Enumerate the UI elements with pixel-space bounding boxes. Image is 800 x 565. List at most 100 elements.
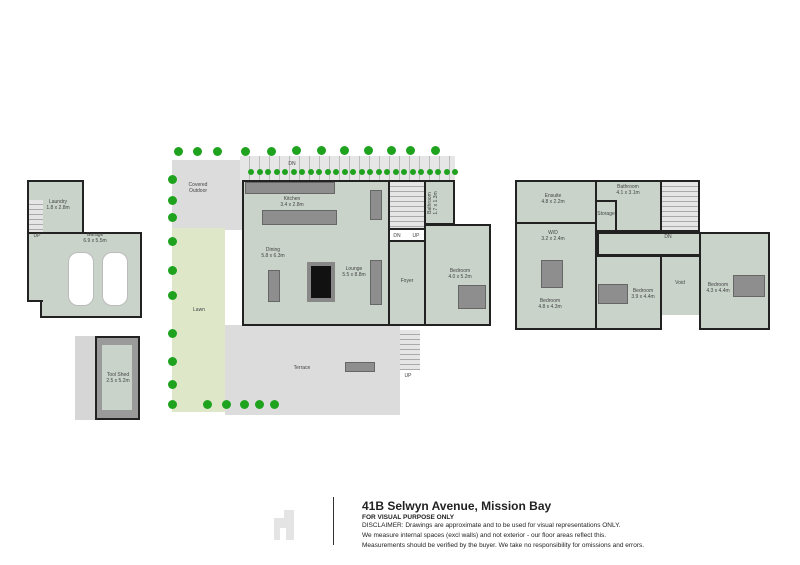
tree-icon — [367, 169, 373, 175]
tree-icon — [168, 329, 177, 338]
tree-icon — [387, 146, 396, 155]
address-title: 41B Selwyn Avenue, Mission Bay — [362, 499, 552, 513]
tree-icon — [270, 400, 279, 409]
tree-icon — [168, 175, 177, 184]
tree-icon — [340, 146, 349, 155]
kitchen-counter — [245, 182, 335, 194]
bed — [733, 275, 765, 297]
tool-shed-floor — [102, 345, 132, 410]
lawn-label: Lawn — [193, 307, 205, 313]
foyer-label: Foyer — [400, 278, 414, 284]
tree-icon — [168, 357, 177, 366]
lawn — [172, 228, 225, 412]
logo-icon — [272, 502, 300, 542]
bathroom-ground — [424, 180, 455, 225]
deck-dn-label: DN — [288, 161, 296, 167]
tree-icon — [168, 266, 177, 275]
rug — [307, 262, 335, 302]
tree-icon — [273, 169, 280, 175]
main-stairs — [388, 180, 426, 230]
disclaimer-line-2: We measure internal spaces (excl walls) … — [362, 532, 607, 539]
tree-icon — [307, 169, 314, 175]
garage-stairs — [29, 200, 43, 240]
tree-icon — [299, 169, 305, 175]
bed — [598, 284, 628, 304]
tree-icon — [316, 169, 322, 175]
tool-shed-porch — [75, 336, 97, 420]
tree-icon — [364, 146, 373, 155]
upper-stairs — [660, 180, 700, 232]
tree-icon — [375, 169, 382, 175]
covered-outdoor — [172, 160, 242, 230]
tree-icon — [341, 169, 348, 175]
tree-icon — [241, 147, 250, 156]
tree-icon — [290, 169, 297, 175]
upper-dn-label: DN — [664, 234, 672, 240]
terrace-label: Terrace — [293, 365, 311, 371]
tree-icon — [168, 400, 177, 409]
divider — [333, 497, 334, 545]
tree-icon — [401, 169, 407, 175]
tree-icon — [435, 169, 441, 175]
tree-icon — [443, 169, 450, 175]
tree-icon — [248, 169, 254, 175]
tree-icon — [222, 400, 231, 409]
foyer — [388, 240, 426, 326]
tree-icon — [384, 169, 390, 175]
tree-icon — [282, 169, 288, 175]
disclaimer-line-1: DISCLAIMER: Drawings are approximate and… — [362, 522, 621, 529]
sofa — [370, 190, 382, 220]
sofa — [370, 260, 382, 305]
bedroom-ground — [424, 224, 491, 326]
dining-table — [268, 270, 280, 302]
bed — [541, 260, 563, 288]
tree-icon — [174, 147, 183, 156]
tree-icon — [168, 237, 177, 246]
bed — [458, 285, 486, 309]
tree-icon — [452, 169, 458, 175]
tree-icon — [418, 169, 424, 175]
storage-label: Storage — [597, 211, 615, 217]
tree-icon — [431, 146, 440, 155]
car-icon — [68, 252, 94, 306]
tree-icon — [168, 213, 177, 222]
tree-icon — [168, 196, 177, 205]
tree-icon — [350, 169, 356, 175]
tree-icon — [255, 400, 264, 409]
garage-left-wing — [27, 232, 43, 302]
tree-icon — [193, 147, 202, 156]
tree-icon — [317, 146, 326, 155]
tree-icon — [426, 169, 433, 175]
outdoor-table — [345, 362, 375, 372]
disclaimer-line-3: Measurements should be verified by the b… — [362, 542, 645, 549]
tree-icon — [333, 169, 339, 175]
tree-icon — [392, 169, 399, 175]
tree-icon — [213, 147, 222, 156]
stairs-dn-label: DN — [393, 233, 401, 239]
terrace-up-label: UP — [404, 373, 412, 379]
tree-icon — [267, 147, 276, 156]
storage — [595, 200, 617, 232]
tree-icon — [168, 291, 177, 300]
stairs-up-label: UP — [412, 233, 420, 239]
tree-icon — [409, 169, 416, 175]
tree-icon — [324, 169, 331, 175]
car-icon — [102, 252, 128, 306]
tree-icon — [168, 380, 177, 389]
kitchen-island — [262, 210, 337, 225]
void-label: Void — [675, 280, 685, 286]
tree-icon — [256, 169, 263, 175]
